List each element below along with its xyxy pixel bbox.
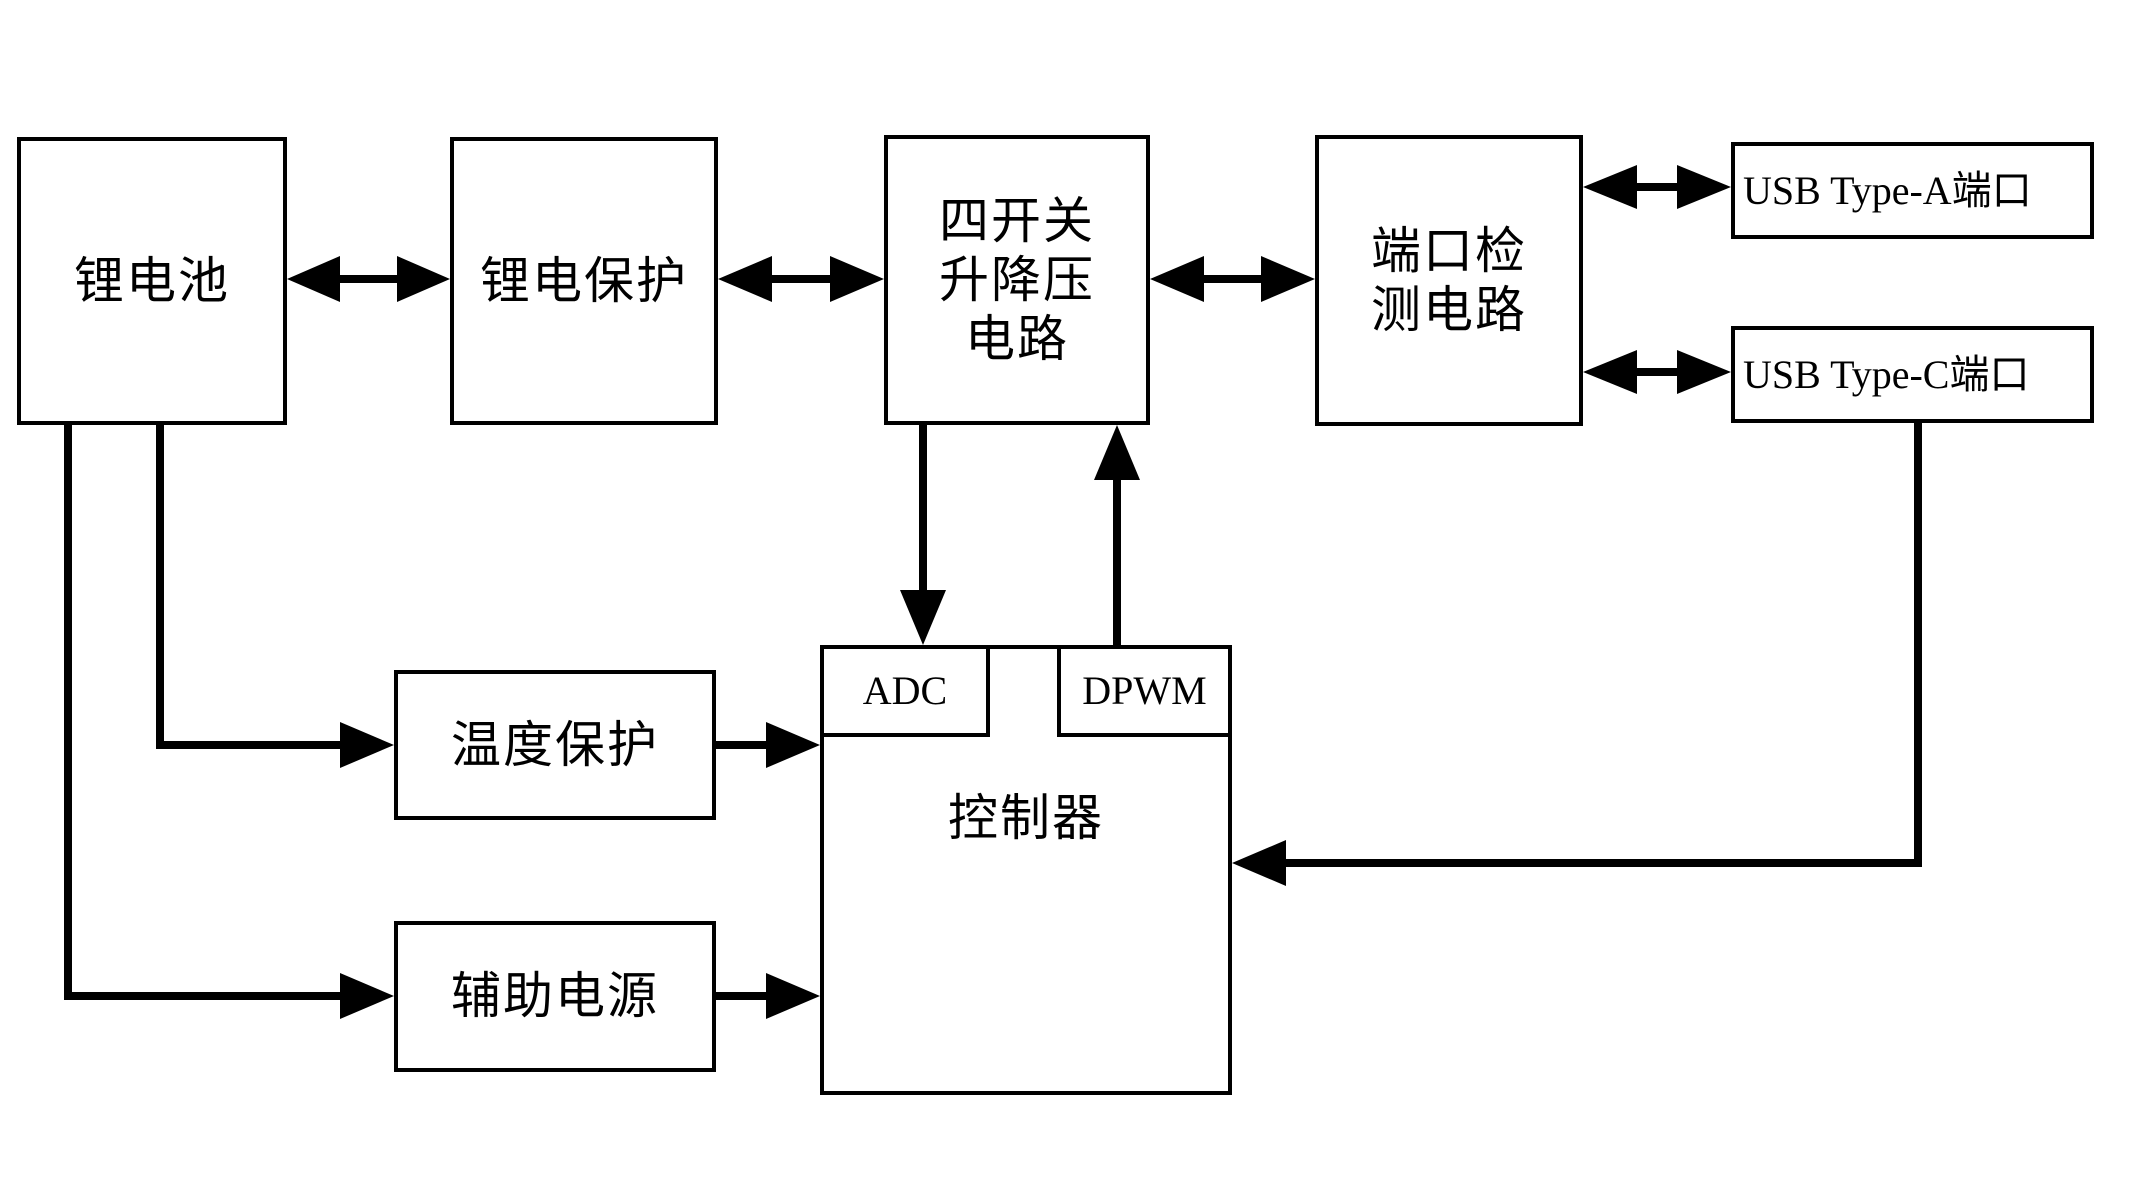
block-port-detection-circuit-label: 端口检 测电路 [1371,222,1527,338]
block-usb-type-c-port[interactable]: USB Type-C端口 [1731,326,2094,423]
connector-battery-bms [287,256,450,302]
block-adc[interactable]: ADC [820,645,990,737]
connector-auxpower-controller [716,973,820,1019]
block-four-switch-buck-boost[interactable]: 四开关 升降压 电路 [884,135,1150,425]
block-battery-protection-label: 锂电保护 [480,252,688,309]
connector-bms-buckboost [718,256,884,302]
block-adc-label: ADC [862,668,948,714]
connector-portdet-usbc [1583,350,1731,394]
block-battery-protection[interactable]: 锂电保护 [450,137,718,425]
block-battery[interactable]: 锂电池 [17,137,287,425]
connector-buckboost-portdet [1150,256,1315,302]
connector-battery-auxpower [64,425,394,1019]
connector-usbc-controller [1232,423,1922,886]
block-auxiliary-power-label: 辅助电源 [451,968,659,1024]
connector-dpwm-buckboost [1094,425,1140,645]
block-temperature-protection[interactable]: 温度保护 [394,670,716,820]
block-port-detection-circuit[interactable]: 端口检 测电路 [1315,135,1583,426]
connector-battery-tempprot [156,425,394,768]
connector-buckboost-adc [900,425,946,645]
connector-portdet-usba [1583,165,1731,209]
block-battery-label: 锂电池 [74,252,230,309]
block-usb-type-c-port-label: USB Type-C端口 [1743,351,2030,397]
block-four-switch-buck-boost-label: 四开关 升降压 电路 [939,192,1095,367]
connector-tempprot-adc [716,722,820,768]
block-usb-type-a-port[interactable]: USB Type-A端口 [1731,142,2094,239]
block-dpwm[interactable]: DPWM [1057,645,1232,737]
block-temperature-protection-label: 温度保护 [451,716,659,773]
block-controller-label: 控制器 [948,790,1104,846]
block-dpwm-label: DPWM [1082,668,1207,714]
block-auxiliary-power[interactable]: 辅助电源 [394,921,716,1072]
block-usb-type-a-port-label: USB Type-A端口 [1743,167,2032,213]
